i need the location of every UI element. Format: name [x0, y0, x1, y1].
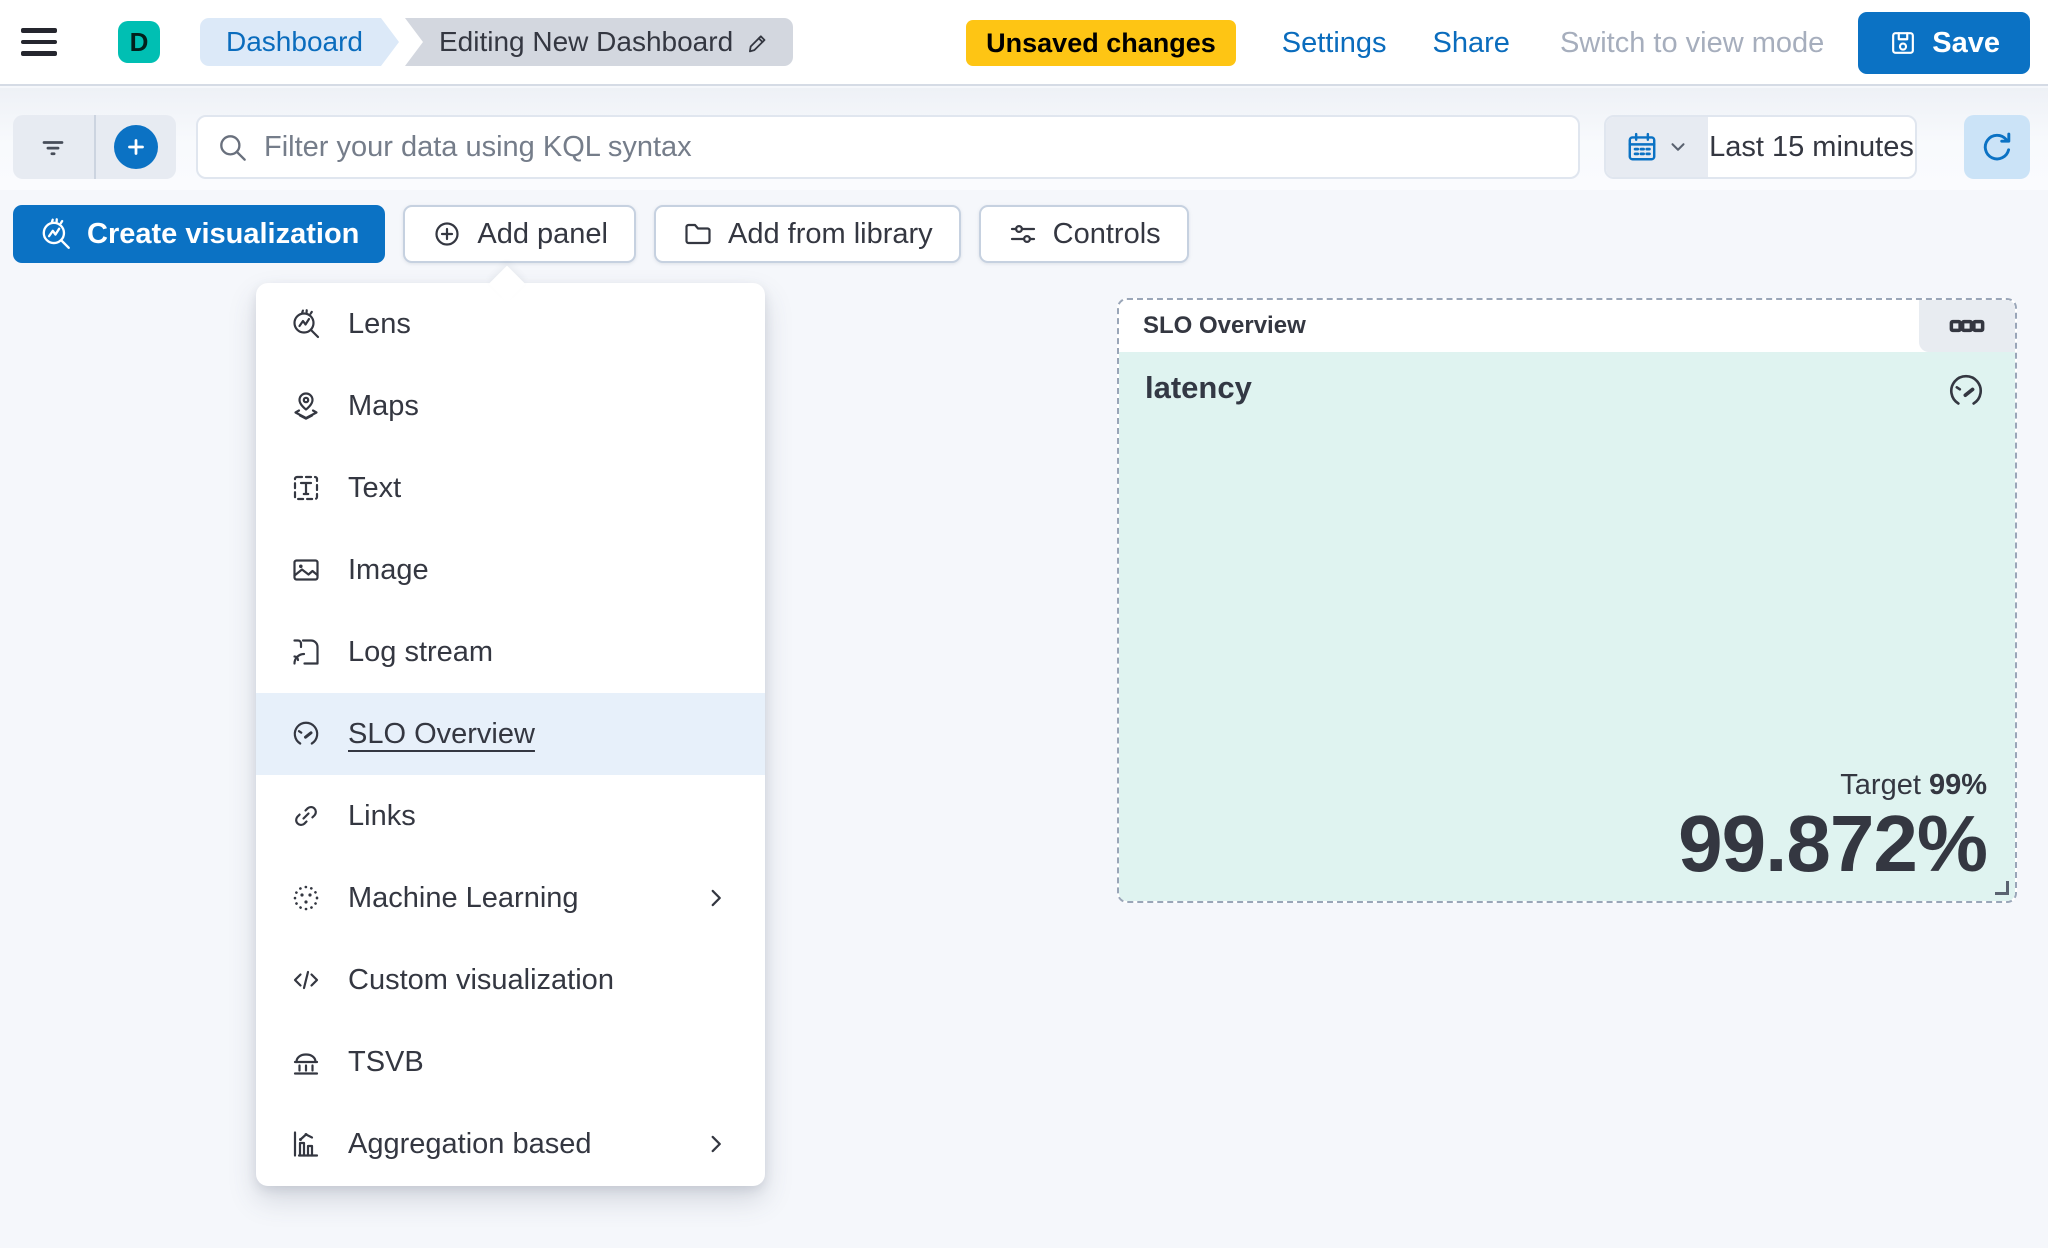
add-panel-menu: Lens Maps Text [256, 283, 765, 1185]
panel-title: SLO Overview [1143, 312, 1306, 339]
panel-options-button[interactable] [1919, 300, 2015, 352]
menu-item-label: Maps [348, 389, 419, 422]
filter-icon [35, 129, 71, 165]
slo-overview-panel[interactable]: SLO Overview latency Target [1117, 298, 2017, 903]
breadcrumb: Dashboard Editing New Dashboard [200, 18, 794, 66]
menu-item-label: Text [348, 471, 402, 504]
unsaved-changes-badge: Unsaved changes [966, 20, 1236, 66]
menu-item-tsvb[interactable]: TSVB [256, 1021, 765, 1103]
share-link[interactable]: Share [1432, 26, 1510, 59]
menu-item-machine-learning[interactable]: Machine Learning [256, 857, 765, 939]
add-from-library-button[interactable]: Add from library [654, 205, 961, 263]
menu-item-links[interactable]: Links [256, 775, 765, 857]
calendar-icon [1625, 130, 1659, 164]
slo-metric-body: latency Target 99% 99.872% [1119, 352, 2015, 901]
filter-controls-group [13, 115, 176, 179]
calendar-dropdown-button[interactable] [1606, 117, 1708, 177]
save-icon [1888, 28, 1918, 58]
slo-value: 99.872% [1678, 798, 1988, 888]
chevron-right-icon [701, 883, 731, 913]
menu-item-label: Machine Learning [348, 881, 579, 914]
panel-header: SLO Overview [1119, 300, 2015, 352]
filter-menu-button[interactable] [13, 115, 94, 179]
panel-resize-handle[interactable] [1995, 881, 2009, 895]
settings-link[interactable]: Settings [1281, 26, 1387, 59]
menu-item-lens[interactable]: Lens [256, 283, 765, 365]
sliders-icon [1007, 218, 1039, 250]
menu-item-label: SLO Overview [348, 717, 535, 750]
switch-to-view-mode-link[interactable]: Switch to view mode [1559, 26, 1825, 59]
add-panel-popover: Lens Maps Text [256, 283, 765, 1186]
save-button[interactable]: Save [1858, 12, 2030, 74]
save-button-label: Save [1932, 26, 2000, 59]
gauge-icon [1945, 370, 1987, 412]
tsvb-icon [290, 1046, 322, 1078]
refresh-icon [1979, 129, 2015, 165]
add-from-library-label: Add from library [728, 217, 933, 250]
breadcrumb-dashboard[interactable]: Dashboard [200, 18, 399, 66]
plus-icon [113, 125, 158, 169]
menu-item-label: Image [348, 553, 429, 586]
query-toolbar: Last 15 minutes [0, 88, 2048, 190]
add-panel-label: Add panel [477, 217, 608, 250]
folder-icon [682, 218, 714, 250]
space-avatar[interactable]: D [118, 21, 160, 63]
time-range-value[interactable]: Last 15 minutes [1709, 130, 1914, 163]
link-icon [290, 800, 322, 832]
code-icon [290, 964, 322, 996]
menu-item-label: TSVB [348, 1045, 424, 1078]
chevron-right-icon [701, 1129, 731, 1159]
kql-search-input[interactable] [196, 115, 1580, 179]
log-stream-icon [290, 636, 322, 668]
topbar-actions: Unsaved changes Settings Share Switch to… [966, 0, 2030, 86]
menu-item-label: Log stream [348, 635, 494, 668]
controls-button[interactable]: Controls [978, 205, 1189, 263]
menu-item-custom-visualization[interactable]: Custom visualization [256, 939, 765, 1021]
controls-label: Controls [1052, 217, 1161, 250]
breadcrumb-current-label: Editing New Dashboard [438, 26, 734, 57]
menu-item-label: Custom visualization [348, 963, 614, 996]
menu-item-label: Lens [348, 307, 411, 340]
menu-item-aggregation-based[interactable]: Aggregation based [256, 1103, 765, 1185]
text-icon [290, 472, 322, 504]
add-panel-button[interactable]: Add panel [403, 205, 636, 263]
dashboard-actions-row: Create visualization Add panel Add from … [13, 205, 1189, 263]
pencil-icon [745, 29, 771, 55]
image-icon [290, 554, 322, 586]
create-visualization-button[interactable]: Create visualization [13, 205, 386, 263]
menu-item-slo-overview[interactable]: SLO Overview [256, 693, 765, 775]
slo-target-label: Target [1840, 768, 1921, 801]
menu-item-log-stream[interactable]: Log stream [256, 611, 765, 693]
lens-icon [39, 217, 73, 251]
refresh-button[interactable] [1964, 115, 2030, 179]
time-range-picker: Last 15 minutes [1604, 115, 1917, 179]
gauge-icon [290, 718, 322, 750]
menu-hamburger-icon[interactable] [0, 0, 78, 85]
slo-target-value: 99% [1928, 768, 1987, 801]
menu-item-image[interactable]: Image [256, 529, 765, 611]
chevron-down-icon [1667, 136, 1689, 158]
breadcrumb-current-page[interactable]: Editing New Dashboard [404, 18, 794, 66]
plus-circle-icon [431, 218, 463, 250]
create-visualization-label: Create visualization [87, 217, 360, 250]
menu-item-label: Aggregation based [348, 1127, 592, 1160]
boxes-horizontal-icon [1947, 306, 1987, 346]
agg-chart-icon [290, 1128, 322, 1160]
add-filter-button[interactable] [93, 115, 177, 179]
menu-item-label: Links [348, 799, 416, 832]
slo-target: Target 99% [1145, 769, 1987, 802]
machine-learning-icon [290, 882, 322, 914]
slo-name: latency [1145, 370, 1252, 405]
lens-icon [290, 308, 322, 340]
maps-icon [290, 390, 322, 422]
menu-item-text[interactable]: Text [256, 447, 765, 529]
top-navigation-bar: D Dashboard Editing New Dashboard Unsave… [0, 0, 2048, 86]
menu-item-maps[interactable]: Maps [256, 365, 765, 447]
